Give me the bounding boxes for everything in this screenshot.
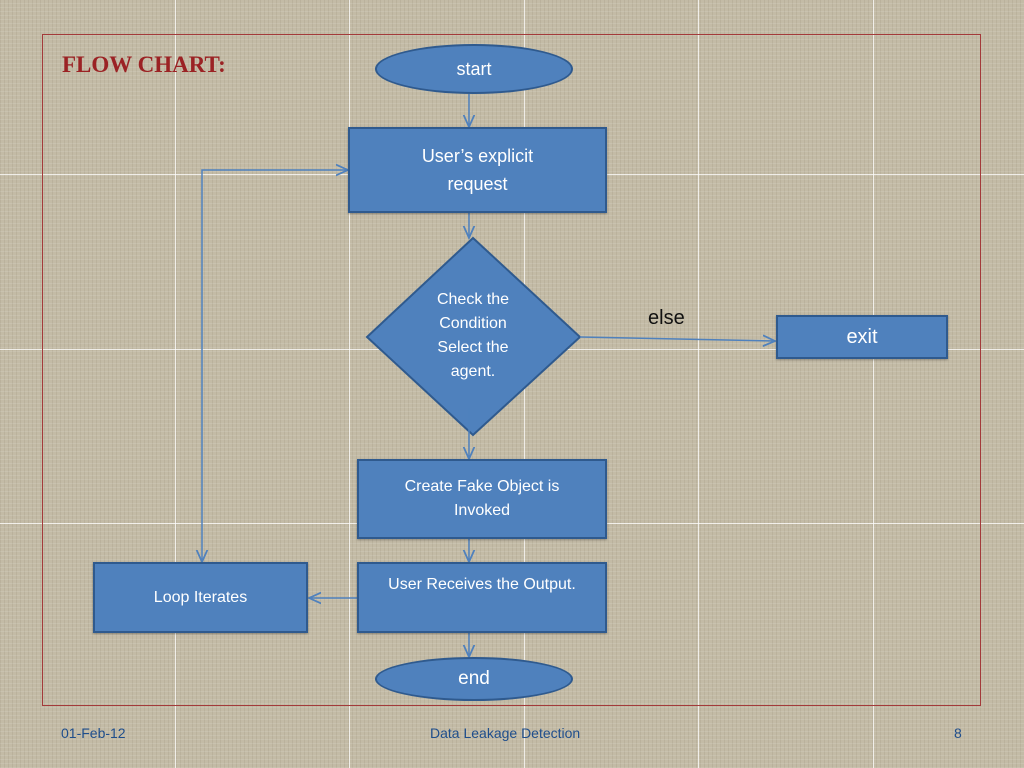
fake-object-label: Create Fake Object is Invoked <box>404 478 560 519</box>
condition-line: Check the <box>436 291 510 308</box>
footer-title: Data Leakage Detection <box>430 725 581 741</box>
start-label: start <box>456 58 492 79</box>
loop-node: Loop Iterates <box>93 562 308 633</box>
request-node: User’s explicit request <box>348 127 607 213</box>
condition-line: agent. <box>450 363 496 380</box>
fake-object-node: Create Fake Object is Invoked <box>357 459 607 539</box>
output-node: User Receives the Output. <box>357 562 607 633</box>
page-number: 8 <box>954 725 962 741</box>
exit-node: exit <box>776 315 948 359</box>
guide-line <box>175 0 176 768</box>
loop-label: Loop Iterates <box>153 588 248 606</box>
end-label: end <box>458 668 490 689</box>
exit-label: exit <box>846 325 878 348</box>
else-label: else <box>648 307 685 329</box>
decision-diamond <box>365 236 582 437</box>
condition-line: Condition <box>439 315 507 332</box>
output-label: User Receives the Output. <box>388 576 576 593</box>
guide-line <box>873 0 874 768</box>
condition-line: Select the <box>437 339 509 356</box>
start-node: start <box>375 44 573 94</box>
end-node: end <box>375 657 573 701</box>
guide-line <box>698 0 699 768</box>
arrow-loop-to-request <box>202 170 348 562</box>
arrow-condition-to-exit <box>579 337 775 341</box>
guide-line <box>349 0 350 768</box>
slide-frame <box>42 34 981 706</box>
slide-title: FLOW CHART: <box>62 52 226 77</box>
request-label: User’s explicit request <box>421 146 534 194</box>
condition-label: Check the Condition Select the agent. <box>393 288 553 384</box>
footer-date: 01-Feb-12 <box>61 725 126 741</box>
